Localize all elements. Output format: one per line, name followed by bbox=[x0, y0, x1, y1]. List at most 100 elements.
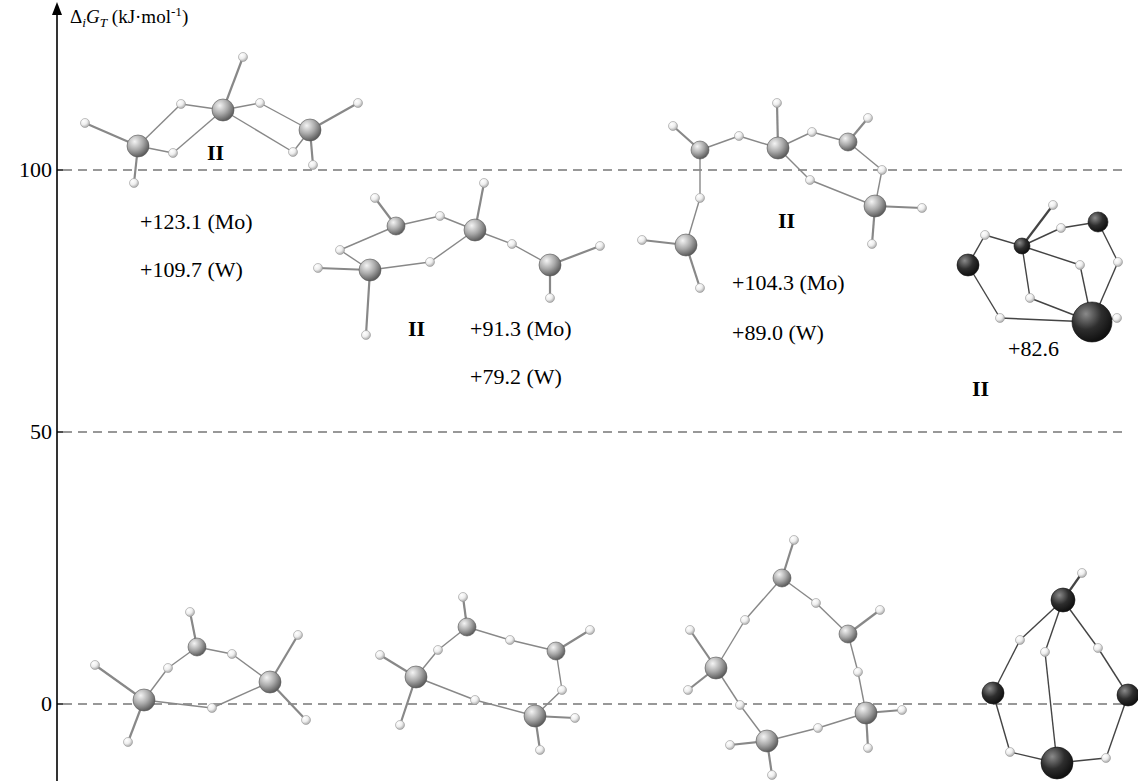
heavy-atom bbox=[957, 254, 979, 276]
hydrogen-atom bbox=[434, 646, 443, 655]
hydrogen-atom bbox=[396, 721, 405, 730]
structure-label: II bbox=[778, 208, 795, 233]
hydrogen-atom bbox=[735, 132, 744, 141]
hydrogen-atom bbox=[164, 664, 173, 673]
heavy-atom bbox=[1014, 238, 1030, 254]
hydrogen-atom bbox=[1076, 261, 1085, 270]
hydrogen-atom bbox=[124, 738, 133, 747]
energy-value: +123.1 (Mo) bbox=[140, 209, 253, 234]
heavy-atom bbox=[1041, 747, 1073, 779]
hydrogen-atom bbox=[1114, 258, 1123, 267]
hydrogen-atom bbox=[546, 294, 555, 303]
hydrogen-atom bbox=[480, 179, 489, 188]
heavy-atom bbox=[405, 666, 427, 688]
hydrogen-atom bbox=[471, 696, 480, 705]
axis-arrowhead bbox=[52, 2, 62, 15]
hydrogen-atom bbox=[436, 212, 445, 221]
hydrogen-atom bbox=[696, 194, 705, 203]
hydrogen-atom bbox=[736, 701, 745, 710]
tick-label: 0 bbox=[41, 691, 52, 716]
hydrogen-atom bbox=[177, 100, 186, 109]
hydrogen-atom bbox=[536, 746, 545, 755]
hydrogen-atom bbox=[918, 204, 927, 213]
hydrogen-atom bbox=[130, 179, 139, 188]
hydrogen-atom bbox=[586, 626, 595, 635]
heavy-atom bbox=[864, 195, 886, 217]
metal-hydride-molecule bbox=[376, 593, 595, 755]
hydrogen-atom bbox=[1078, 569, 1087, 578]
hydrogen-atom bbox=[208, 704, 217, 713]
hydrogen-atom bbox=[228, 650, 237, 659]
heavy-atom bbox=[982, 682, 1004, 704]
heavy-atom bbox=[1088, 212, 1108, 232]
hydrogen-atom bbox=[1016, 636, 1025, 645]
hydrogen-atom bbox=[864, 744, 873, 753]
hydrogen-atom bbox=[726, 741, 735, 750]
metal-hydride-molecule bbox=[684, 536, 907, 780]
energy-value: +91.3 (Mo) bbox=[470, 316, 572, 341]
boron-cluster bbox=[982, 569, 1138, 780]
bond bbox=[1022, 246, 1080, 265]
heavy-atom bbox=[212, 99, 234, 121]
tick-mark bbox=[57, 703, 63, 704]
hydrogen-atom bbox=[1094, 644, 1103, 653]
hydrogen-atom bbox=[981, 231, 990, 240]
heavy-atom bbox=[705, 657, 727, 679]
energy-value: +109.7 (W) bbox=[140, 257, 243, 282]
heavy-atom bbox=[359, 259, 381, 281]
structure-label: II bbox=[408, 316, 425, 341]
metal-hydride-molecule bbox=[81, 53, 363, 188]
hydrogen-atom bbox=[814, 724, 823, 733]
hydrogen-atom bbox=[506, 636, 515, 645]
energy-value: +79.2 (W) bbox=[470, 364, 562, 389]
hydrogen-atom bbox=[1057, 224, 1066, 233]
tick-mark bbox=[57, 169, 63, 170]
hydrogen-atom bbox=[169, 149, 178, 158]
hydrogen-atom bbox=[868, 240, 877, 249]
metal-hydride-molecule bbox=[314, 179, 605, 340]
hydrogen-atom bbox=[314, 264, 323, 273]
hydrogen-atom bbox=[426, 258, 435, 267]
hydrogen-atom bbox=[1041, 648, 1050, 657]
hydrogen-atom bbox=[638, 236, 647, 245]
energy-value: +104.3 (Mo) bbox=[732, 270, 845, 295]
hydrogen-atom bbox=[876, 606, 885, 615]
metal-hydride-molecule bbox=[91, 608, 311, 747]
hydrogen-atom bbox=[336, 246, 345, 255]
hydrogen-atom bbox=[371, 194, 380, 203]
hydrogen-atom bbox=[684, 686, 693, 695]
hydrogen-atom bbox=[741, 616, 750, 625]
energy-value: +82.6 bbox=[1008, 336, 1059, 361]
heavy-atom bbox=[539, 254, 561, 276]
hydrogen-atom bbox=[558, 686, 567, 695]
heavy-atom bbox=[1117, 684, 1138, 706]
hydrogen-atom bbox=[309, 161, 318, 170]
hydrogen-atom bbox=[812, 599, 821, 608]
hydrogen-atom bbox=[898, 706, 907, 715]
heavy-atom bbox=[839, 625, 857, 643]
hydrogen-atom bbox=[669, 122, 678, 131]
metal-hydride-molecule bbox=[638, 99, 927, 293]
hydrogen-atom bbox=[696, 284, 705, 293]
heavy-atom bbox=[839, 133, 857, 151]
hydrogen-atom bbox=[376, 651, 385, 660]
hydrogen-atom bbox=[773, 99, 782, 108]
heavy-atom bbox=[259, 671, 281, 693]
heavy-atom bbox=[691, 141, 709, 159]
heavy-atom bbox=[133, 689, 155, 711]
heavy-atom bbox=[387, 217, 405, 235]
heavy-atom bbox=[458, 618, 476, 636]
heavy-atom bbox=[464, 219, 486, 241]
hydrogen-atom bbox=[806, 176, 815, 185]
level-dashed-line bbox=[63, 169, 1125, 170]
boron-cluster bbox=[957, 201, 1123, 343]
hydrogen-atom bbox=[996, 314, 1005, 323]
hydrogen-atom bbox=[362, 331, 371, 340]
hydrogen-atom bbox=[459, 593, 468, 602]
heavy-atom bbox=[547, 642, 565, 660]
energy-value: +89.0 (W) bbox=[732, 320, 824, 345]
tick-label: 100 bbox=[19, 157, 52, 182]
hydrogen-atom bbox=[302, 716, 311, 725]
